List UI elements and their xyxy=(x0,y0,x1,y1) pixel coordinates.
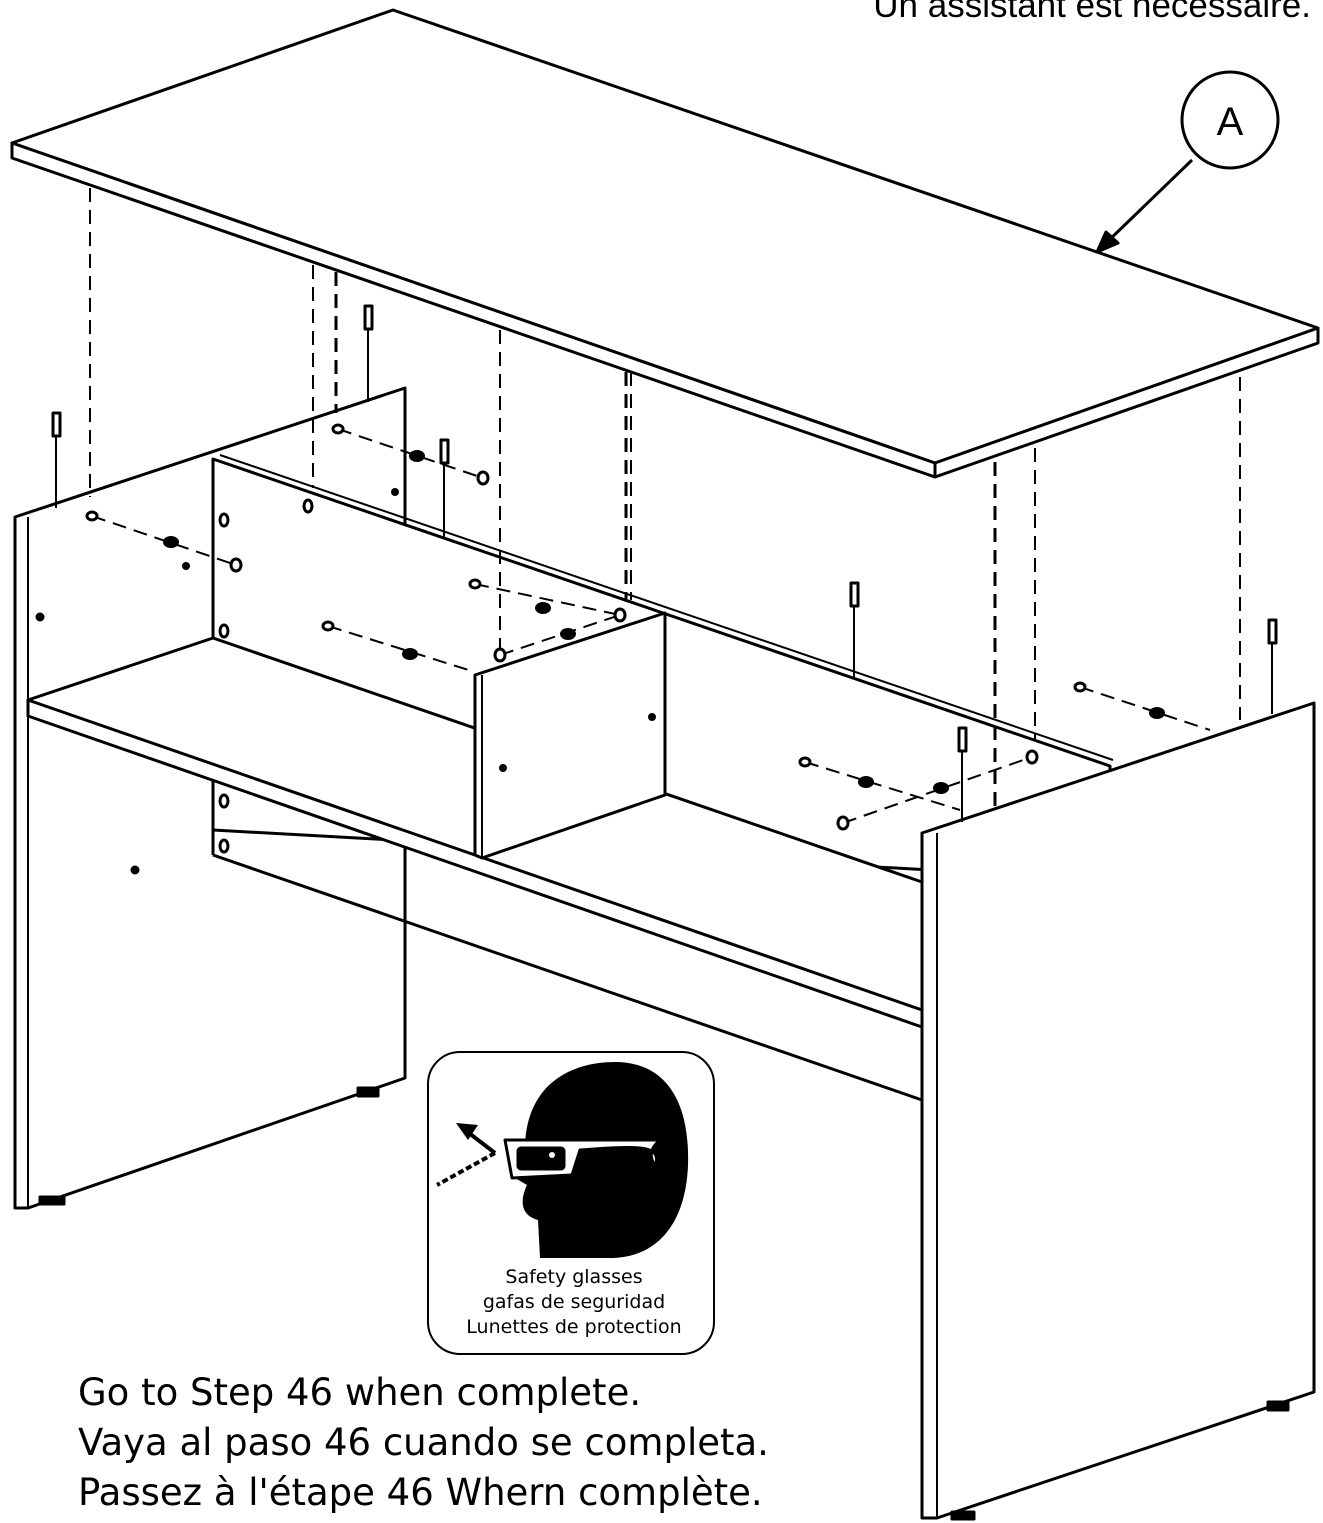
instruction-spanish: Vaya al paso 46 cuando se completa. xyxy=(78,1421,769,1464)
callout-letter: A xyxy=(1217,100,1244,144)
center-divider xyxy=(473,611,667,860)
safety-label-english: Safety glasses xyxy=(505,1266,642,1288)
hardware-parts xyxy=(51,304,1278,831)
next-step-instructions: Go to Step 46 when complete. Vaya al pas… xyxy=(78,1368,769,1518)
safety-label-french: Lunettes de protection xyxy=(466,1316,681,1338)
instruction-french: Passez à l'étape 46 Whern complète. xyxy=(78,1471,763,1514)
safety-glasses-sign: Safety glasses gafas de seguridad Lunett… xyxy=(427,1051,715,1355)
safety-glasses-icon xyxy=(436,1062,689,1258)
safety-label-spanish: gafas de seguridad xyxy=(483,1291,665,1313)
instruction-english: Go to Step 46 when complete. xyxy=(78,1371,642,1414)
right-side-panel xyxy=(920,701,1316,1521)
part-callout-a: A xyxy=(1095,70,1280,254)
assistant-required-caption: Un assistant est nécessaire. xyxy=(873,0,1311,25)
desktop-top-panel xyxy=(10,8,1320,479)
